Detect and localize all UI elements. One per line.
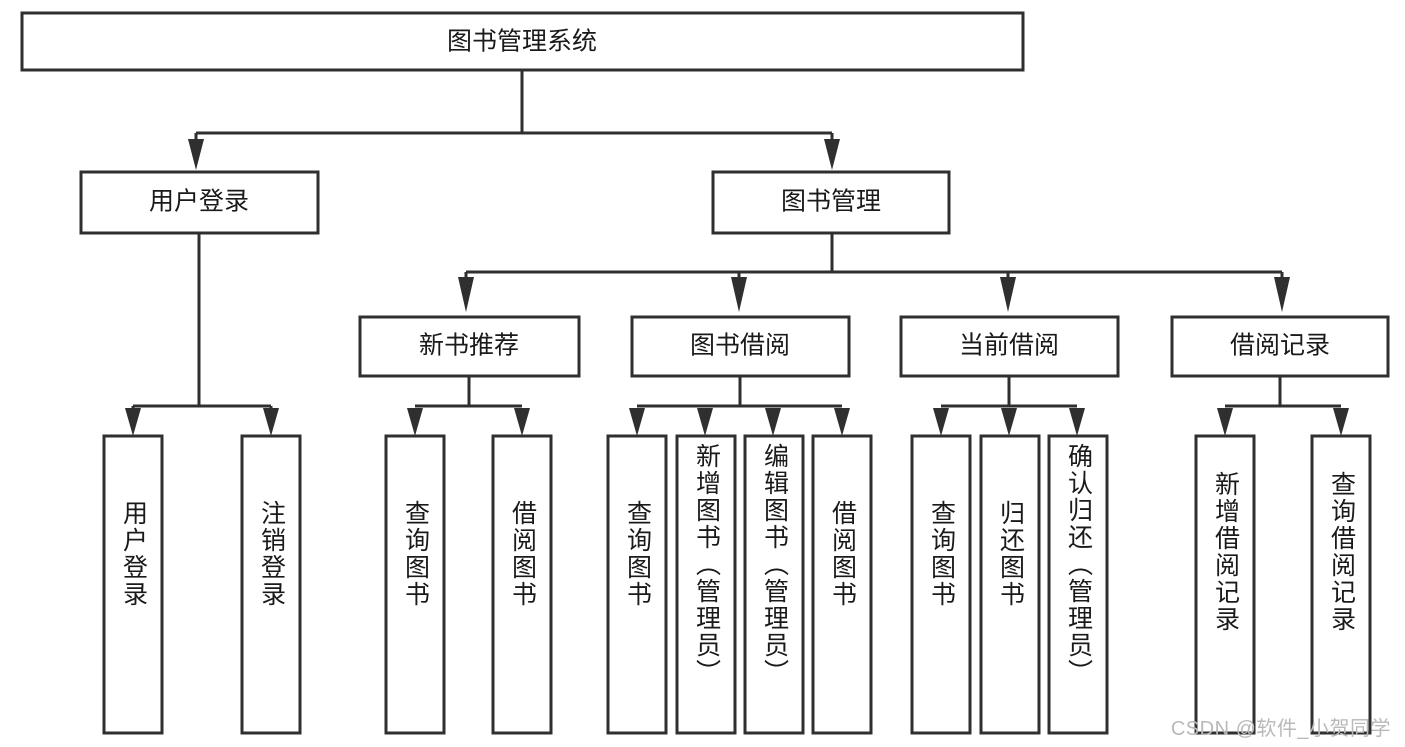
connector-record-to-leaves xyxy=(1217,376,1349,436)
node-current-borrow[interactable]: 当前借阅 xyxy=(899,315,1120,378)
connector-userlogin-to-leaves xyxy=(125,233,279,436)
leaf-box-borrow-2[interactable] xyxy=(743,434,805,735)
leaf-box-recommend-1[interactable] xyxy=(491,434,553,735)
leaf-box-current-2[interactable] xyxy=(1047,434,1109,735)
leaf-box-recommend-0[interactable] xyxy=(384,434,446,735)
node-book-borrow-label: 图书借阅 xyxy=(690,332,790,360)
connector-current-to-leaves xyxy=(933,376,1085,436)
node-user-login[interactable]: 用户登录 xyxy=(79,170,320,235)
node-root-label: 图书管理系统 xyxy=(447,28,597,56)
node-new-book-recommend[interactable]: 新书推荐 xyxy=(358,315,581,378)
node-current-borrow-label: 当前借阅 xyxy=(959,332,1059,360)
connector-bookmgmt-to-level3 xyxy=(458,233,1290,312)
node-book-management-label: 图书管理 xyxy=(781,188,881,216)
csdn-watermark: CSDN @软件_小贺同学 xyxy=(1170,718,1391,740)
leaf-box-borrow-3[interactable] xyxy=(811,434,873,735)
node-book-management[interactable]: 图书管理 xyxy=(711,170,951,235)
leaf-box-record-1[interactable] xyxy=(1310,434,1372,735)
leaf-box-current-0[interactable] xyxy=(910,434,972,735)
node-borrow-record-label: 借阅记录 xyxy=(1230,332,1330,360)
connector-root-to-level2 xyxy=(188,71,840,170)
connector-recommend-to-leaves xyxy=(407,376,530,436)
node-borrow-record[interactable]: 借阅记录 xyxy=(1170,315,1390,378)
leaf-box-borrow-0[interactable] xyxy=(606,434,668,735)
connector-borrow-to-leaves xyxy=(629,376,850,436)
node-root[interactable]: 图书管理系统 xyxy=(20,11,1025,72)
node-user-login-label: 用户登录 xyxy=(149,188,249,216)
leaf-box-user-login-1[interactable] xyxy=(240,434,302,735)
leaf-box-current-1[interactable] xyxy=(979,434,1041,735)
leaf-box-record-0[interactable] xyxy=(1194,434,1256,735)
leaf-box-user-login-0[interactable] xyxy=(102,434,164,735)
node-book-borrow[interactable]: 图书借阅 xyxy=(630,315,851,378)
leaf-box-borrow-1[interactable] xyxy=(675,434,737,735)
node-new-book-recommend-label: 新书推荐 xyxy=(419,332,519,360)
